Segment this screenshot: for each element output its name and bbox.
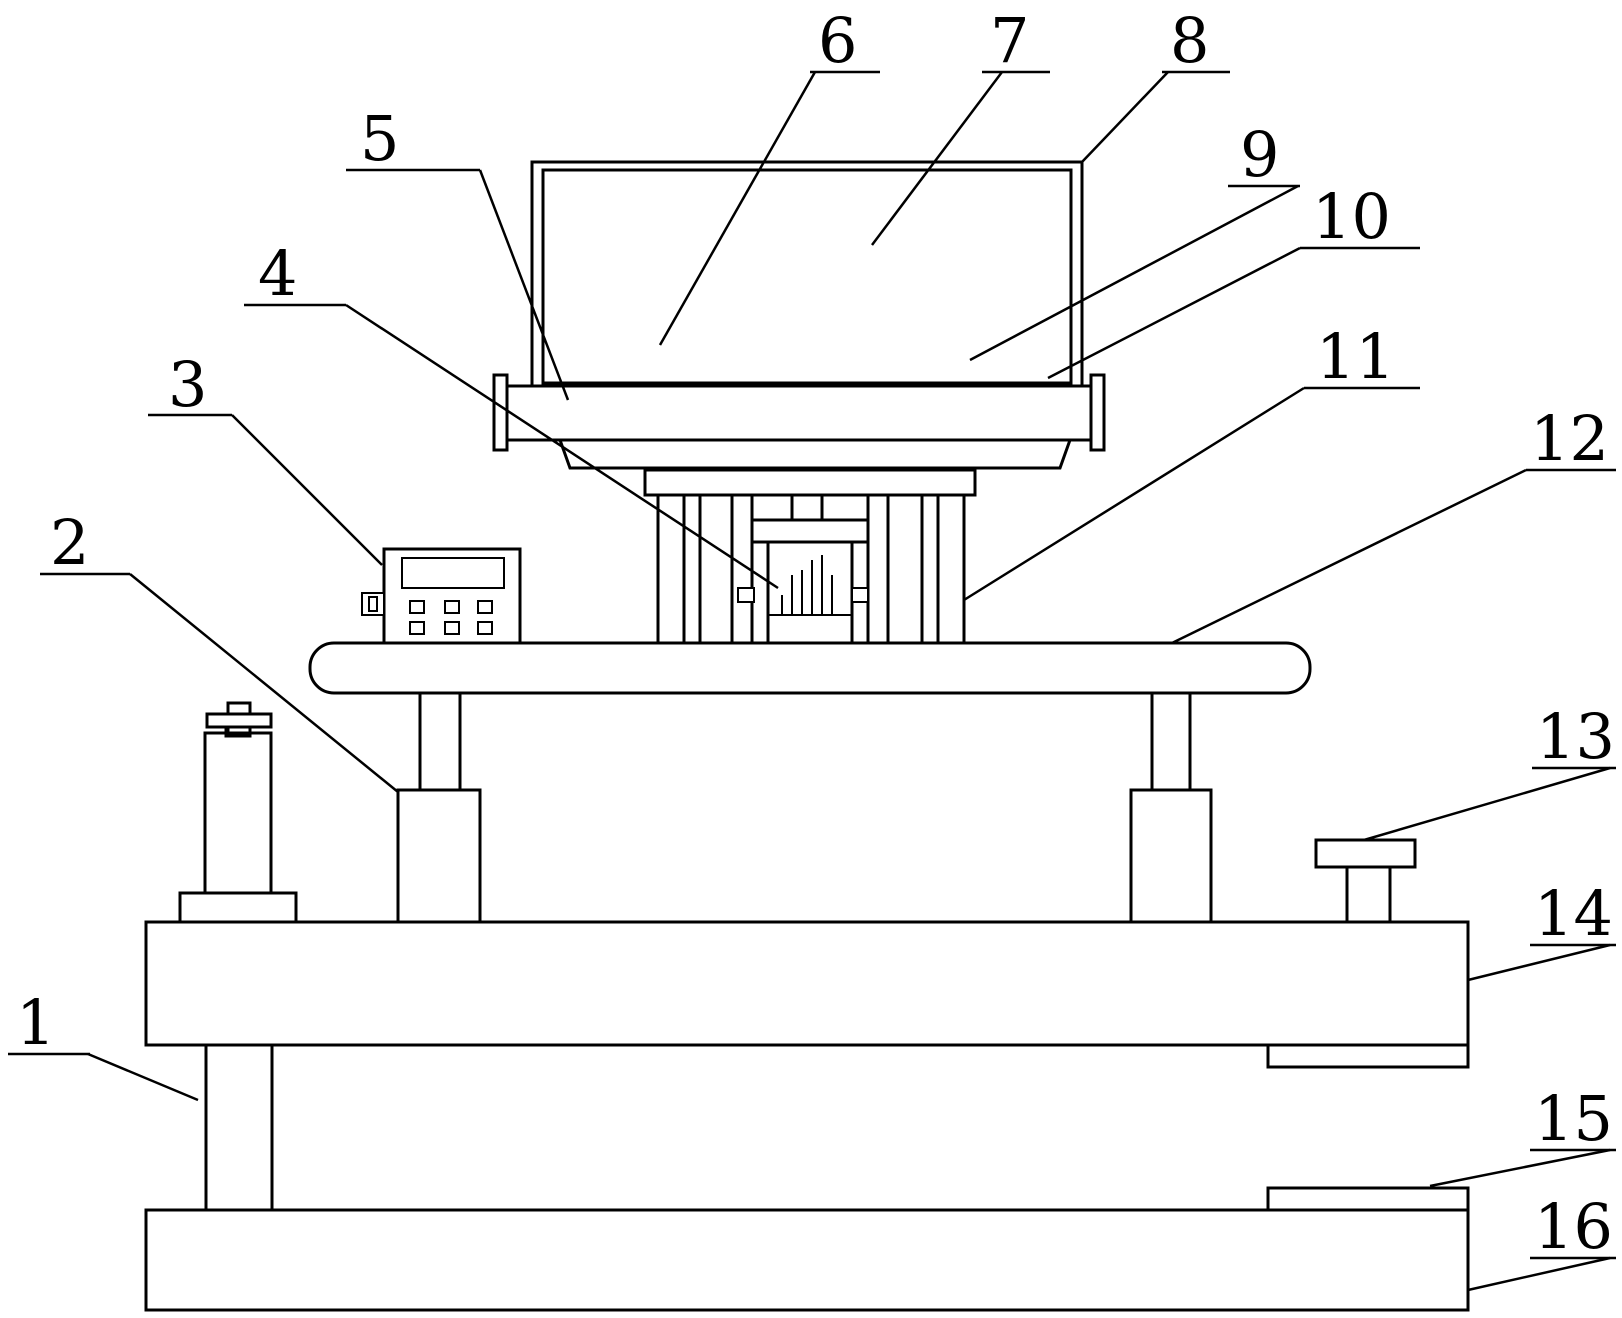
label-8: 8 [1170,4,1209,77]
motor-shaft [790,493,824,522]
control-button [409,600,425,614]
control-button [444,600,460,614]
leader-15 [1429,1148,1611,1188]
base-plate [144,1208,1470,1312]
control-buttons [409,600,493,635]
jack-head [205,712,273,729]
bottom-pad [1266,1186,1470,1212]
label-3: 3 [168,348,207,421]
beam-end-cap-left [492,373,509,452]
middle-plate [144,920,1470,1047]
support-post-inner [682,493,702,645]
leader-4 [345,303,779,590]
leader-13 [1363,766,1611,842]
leader-12 [1171,468,1527,645]
label-underlines [8,70,1616,1260]
motor-fins [768,555,852,616]
control-button [477,621,493,635]
handle-cap [1314,838,1417,869]
support-top-plate [643,468,977,497]
rod-left [418,691,462,792]
support-post-inner [920,493,940,645]
label-14: 14 [1534,877,1613,950]
label-5: 5 [360,102,399,175]
leader-10 [1047,246,1301,380]
label-16: 16 [1534,1190,1613,1263]
control-knob-inner [368,596,378,612]
motor [766,540,854,645]
leader-3 [231,414,383,566]
workpiece-inner [541,168,1073,385]
rod-right [1150,691,1192,792]
leader-lines [87,71,1611,1292]
jack-body [203,731,273,895]
leader-9 [969,184,1299,362]
leader-5 [478,169,570,401]
motor-flange [750,518,870,544]
control-button [444,621,460,635]
leader-16 [1467,1256,1611,1292]
beam-underside [557,438,1073,470]
leader-14 [1467,943,1611,982]
support-post [936,493,966,645]
rotating-beam [505,384,1093,442]
handle-stem [1345,865,1392,924]
label-2: 2 [50,506,89,579]
leader-7 [871,71,1003,246]
cylinder-right [1129,788,1213,924]
top-pad [1266,1043,1470,1069]
label-13: 13 [1536,700,1615,773]
motor-mount [866,493,890,645]
label-10: 10 [1312,180,1391,253]
worktable [308,641,1312,695]
label-6: 6 [818,4,857,77]
leader-2 [129,573,399,793]
leader-1 [87,1052,199,1102]
label-15: 15 [1534,1082,1613,1155]
part-labels: 1 2 3 4 5 6 7 8 9 10 11 12 13 14 15 16 [16,4,1615,1263]
motor-mount [730,493,754,645]
label-9: 9 [1240,118,1279,191]
control-display [401,557,505,589]
motor-bolt [737,587,755,603]
leader-11 [963,386,1305,602]
control-button [409,621,425,635]
label-12: 12 [1530,402,1609,475]
label-11: 11 [1316,320,1395,393]
label-1: 1 [16,986,55,1059]
guide-column [204,1043,274,1212]
motor-bolt [851,587,869,603]
beam-end-cap-right [1089,373,1106,452]
control-button [477,600,493,614]
leader-6 [658,71,817,346]
label-7: 7 [990,4,1029,77]
jack-base [178,891,298,924]
leader-8 [1081,71,1169,163]
label-4: 4 [258,237,297,310]
cylinder-left [396,788,482,924]
